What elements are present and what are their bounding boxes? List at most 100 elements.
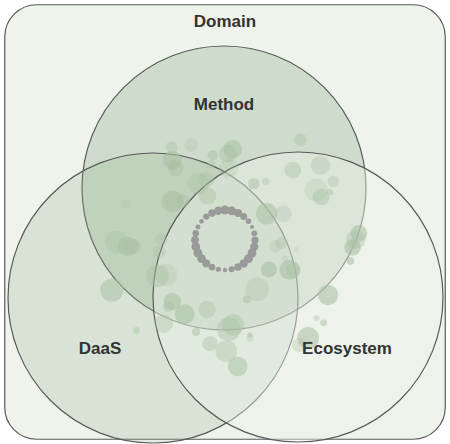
ring-dot: [251, 230, 257, 236]
faint-dot: [297, 327, 319, 349]
faint-dot: [105, 230, 128, 253]
faint-dot: [155, 233, 167, 245]
ring-dot: [250, 225, 254, 229]
faint-dot: [184, 138, 198, 152]
faint-dot: [247, 332, 252, 337]
ring-dot: [227, 206, 236, 215]
faint-dot: [305, 179, 328, 202]
ring-dot: [199, 219, 204, 224]
faint-dot: [164, 191, 183, 210]
ring-dot: [203, 213, 209, 219]
ecosystem-circle-outline: [152, 151, 444, 443]
faint-dot: [161, 190, 183, 212]
faint-dot: [199, 172, 215, 188]
node-label: Domain: [194, 12, 256, 32]
faint-dot: [318, 285, 338, 305]
faint-dot: [203, 336, 218, 351]
faint-dot: [245, 277, 269, 301]
faint-dot: [262, 178, 269, 185]
node-label: Method: [194, 95, 254, 115]
faint-dot: [168, 161, 183, 176]
ecosystem-circle: Ecosystem: [152, 151, 444, 443]
faint-dot: [122, 200, 131, 209]
ring-dot: [250, 243, 258, 251]
domain-region: DomainMethodDaaS Ecosystem: [4, 4, 446, 440]
faint-dot: [348, 240, 358, 250]
faint-dot: [199, 301, 216, 318]
faint-dot: [155, 264, 177, 286]
faint-dot: [327, 189, 333, 195]
ring-dot: [208, 209, 216, 217]
faint-dot: [292, 338, 306, 352]
ring-dot: [193, 249, 202, 258]
faint-dot: [223, 140, 241, 158]
faint-dot: [351, 225, 368, 242]
faint-dot: [311, 156, 330, 175]
ring-dot: [251, 236, 258, 243]
faint-dot: [328, 176, 339, 187]
ring-dot: [191, 236, 199, 244]
faint-dot: [344, 239, 361, 256]
ring-dot: [223, 268, 227, 272]
faint-dot: [256, 203, 278, 225]
faint-dot: [125, 239, 140, 254]
faint-dot: [153, 246, 166, 259]
faint-dot: [215, 340, 237, 362]
ring-dot: [229, 266, 235, 272]
faint-dot: [166, 141, 178, 153]
faint-dot: [199, 187, 217, 205]
faint-dot: [282, 256, 288, 262]
faint-dot: [192, 328, 200, 336]
ring-dot: [239, 259, 247, 267]
faint-dot: [133, 327, 139, 333]
faint-dot: [217, 317, 241, 341]
ring-dot: [234, 209, 242, 217]
faint-dot: [275, 237, 287, 249]
faint-dot: [187, 173, 209, 195]
faint-dot: [222, 314, 244, 336]
faint-dot: [154, 314, 173, 333]
faint-dot: [286, 262, 301, 277]
faint-dot: [100, 278, 123, 301]
faint-dot: [320, 319, 327, 326]
faint-dot: [219, 159, 238, 178]
faint-dot: [293, 247, 299, 253]
faint-dot: [208, 160, 216, 168]
faint-dot: [175, 304, 195, 324]
node-label: DaaS: [79, 339, 122, 359]
faint-dot: [207, 150, 218, 161]
faint-dot: [146, 265, 169, 288]
faint-dot: [347, 257, 355, 265]
ring-dot: [221, 206, 230, 215]
faint-dot: [314, 315, 320, 321]
ring-dot: [246, 219, 252, 225]
faint-dot: [164, 293, 181, 310]
faint-dot: [168, 160, 179, 171]
ring-dot: [216, 267, 221, 272]
faint-dot: [228, 357, 248, 377]
faint-dot: [219, 145, 237, 163]
ring-dot: [195, 224, 200, 229]
faint-dot: [246, 334, 253, 341]
ring-dot: [202, 259, 210, 267]
ring-dot: [209, 264, 216, 271]
faint-dot: [346, 230, 365, 249]
ring-dot: [240, 213, 247, 220]
faint-dot: [261, 261, 277, 277]
faint-dot: [269, 240, 281, 252]
faint-dot: [163, 301, 174, 312]
circle-border: [153, 152, 443, 442]
faint-dot: [118, 237, 137, 256]
ring-dot: [192, 230, 199, 237]
faint-dot: [294, 133, 307, 146]
faint-dot: [275, 205, 292, 222]
faint-dot: [284, 162, 301, 179]
faint-dot: [279, 260, 299, 280]
faint-dot: [313, 189, 330, 206]
ring-dot: [197, 254, 206, 263]
faint-dot: [176, 195, 189, 208]
ring-dot: [234, 263, 241, 270]
faint-dot: [248, 178, 259, 189]
faint-dot: [243, 295, 251, 303]
